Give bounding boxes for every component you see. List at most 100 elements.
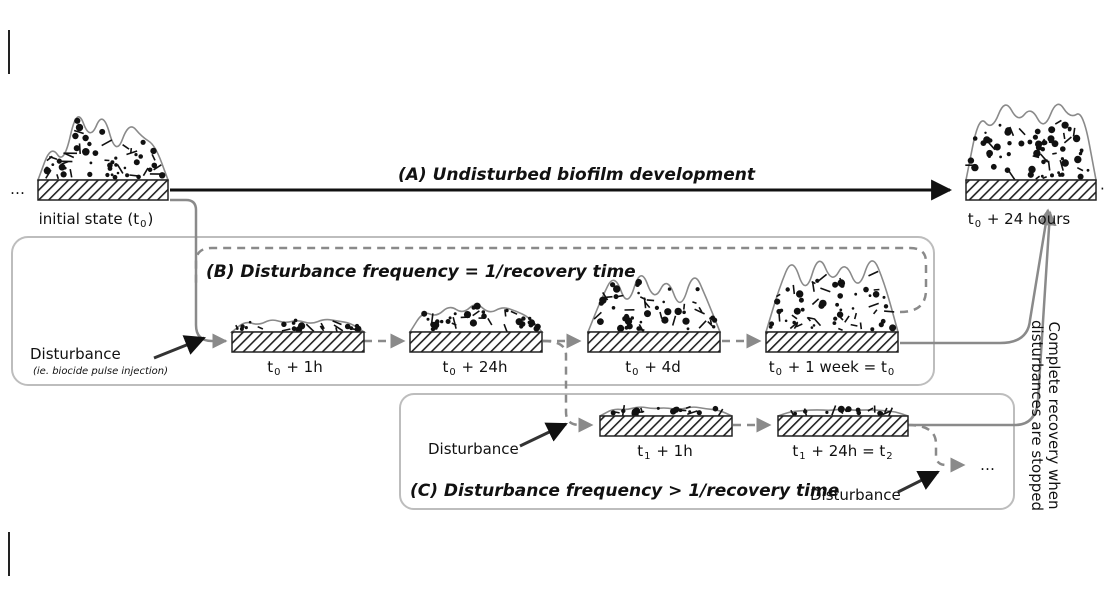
biofilm-rod [820, 287, 831, 293]
biofilm-cell [291, 321, 296, 325]
biofilm-cell [662, 300, 665, 304]
biofilm-rod [887, 407, 894, 417]
biofilm-outline [599, 406, 733, 417]
biofilm-rod [1009, 126, 1015, 137]
biofilm-cell [611, 306, 616, 310]
biofilm-cell [1004, 167, 1011, 173]
biofilm-rod [257, 325, 264, 330]
biofilm-rod [1039, 153, 1049, 163]
biofilm-rod [792, 284, 796, 295]
biofilm-cell [812, 324, 816, 327]
substratum [965, 179, 1097, 201]
biofilm-b2 [408, 302, 544, 353]
biofilm-rod [602, 291, 609, 301]
biofilm-cell [990, 163, 997, 170]
biofilm-rod [698, 306, 703, 313]
biofilm-cell [116, 171, 120, 175]
loop-b [194, 246, 928, 314]
biofilm-rod [293, 326, 302, 332]
stage-b4-label: t0 + 1 week = t0 [768, 358, 895, 378]
biofilm-cell [998, 123, 1002, 127]
biofilm-cell [613, 285, 621, 293]
biofilm-cell [870, 327, 875, 332]
biofilm-cell [281, 321, 287, 327]
biofilm-cell [463, 311, 472, 319]
biofilm-cell [1028, 165, 1036, 174]
heading-a: (A) Undisturbed biofilm development [398, 165, 756, 185]
biofilm-cell [654, 305, 660, 310]
left-margin-bar-top [8, 30, 10, 74]
biofilm-cell [630, 316, 634, 320]
biofilm-cell [136, 174, 141, 180]
biofilm-cell [505, 308, 509, 313]
biofilm-cell [610, 410, 616, 416]
biofilm-rod [789, 321, 799, 330]
biofilm-cell [74, 117, 81, 124]
biofilm-rod [709, 319, 713, 325]
ellipsis-c: … [980, 456, 995, 474]
biofilm-cell [426, 317, 430, 321]
biofilm-rod [593, 311, 602, 320]
biofilm-final [965, 103, 1097, 201]
biofilm-cell [686, 327, 690, 331]
biofilm-rod [811, 298, 820, 306]
biofilm-cell [293, 318, 298, 323]
biofilm-rod [1063, 136, 1072, 144]
biofilm-cell [533, 325, 540, 332]
arrow-recovery-b [900, 208, 1054, 345]
biofilm-rod [142, 167, 149, 177]
biofilm-cell [839, 308, 843, 312]
biofilm-rod [685, 405, 691, 410]
biofilm-cell [798, 297, 804, 303]
biofilm-rod [831, 405, 837, 416]
biofilm-cell [92, 150, 99, 157]
biofilm-cell [147, 167, 153, 173]
biofilm-cell [695, 287, 700, 292]
biofilm-rod [838, 315, 844, 321]
biofilm-cell [637, 291, 640, 295]
biofilm-rod [646, 299, 655, 302]
biofilm-cell [674, 307, 682, 316]
biofilm-cell [105, 172, 110, 178]
biofilm-rod [430, 313, 434, 324]
biofilm-cell [682, 310, 686, 315]
stage-c1-label: t1 + 1h [637, 442, 693, 462]
biofilm-cell [1060, 157, 1064, 161]
biofilm-cell [803, 409, 808, 414]
biofilm-cell [709, 317, 712, 320]
biofilm-cell [972, 136, 978, 141]
biofilm-cell [99, 128, 106, 135]
biofilm-cell [114, 163, 118, 167]
biofilm-cell [796, 290, 804, 298]
biofilm-cell [82, 134, 89, 142]
biofilm-cell [421, 310, 428, 317]
biofilm-rod [45, 169, 52, 179]
biofilm-rod [838, 327, 843, 331]
biofilm-rod [1062, 132, 1066, 140]
recovery-note: Complete recovery when disturbances are … [1028, 320, 1063, 511]
biofilm-cell [240, 324, 245, 329]
arrow-disturbance-b [153, 335, 206, 360]
biofilm-cell [151, 162, 158, 169]
biofilm-rod [694, 308, 705, 315]
box-c [399, 393, 1015, 510]
biofilm-rod [698, 320, 707, 329]
biofilm-rod [1032, 155, 1040, 159]
biofilm-rod [659, 311, 663, 319]
biofilm-cell [712, 325, 716, 329]
disturbance-c-label: Disturbance [428, 440, 519, 458]
biofilm-stages [36, 103, 1097, 437]
biofilm-b4 [764, 260, 900, 353]
biofilm-rod [884, 310, 895, 313]
biofilm-rod [1042, 175, 1048, 180]
biofilm-cell [639, 320, 643, 324]
biofilm-cell [1041, 159, 1046, 165]
biofilm-cell [839, 283, 845, 288]
biofilm-cell [815, 278, 820, 283]
biofilm-cell [140, 139, 146, 145]
biofilm-cell [851, 307, 855, 310]
biofilm-rod [793, 322, 799, 330]
biofilm-cell [125, 173, 130, 178]
biofilm-rod [56, 174, 60, 180]
biofilm-cell [1057, 171, 1060, 175]
